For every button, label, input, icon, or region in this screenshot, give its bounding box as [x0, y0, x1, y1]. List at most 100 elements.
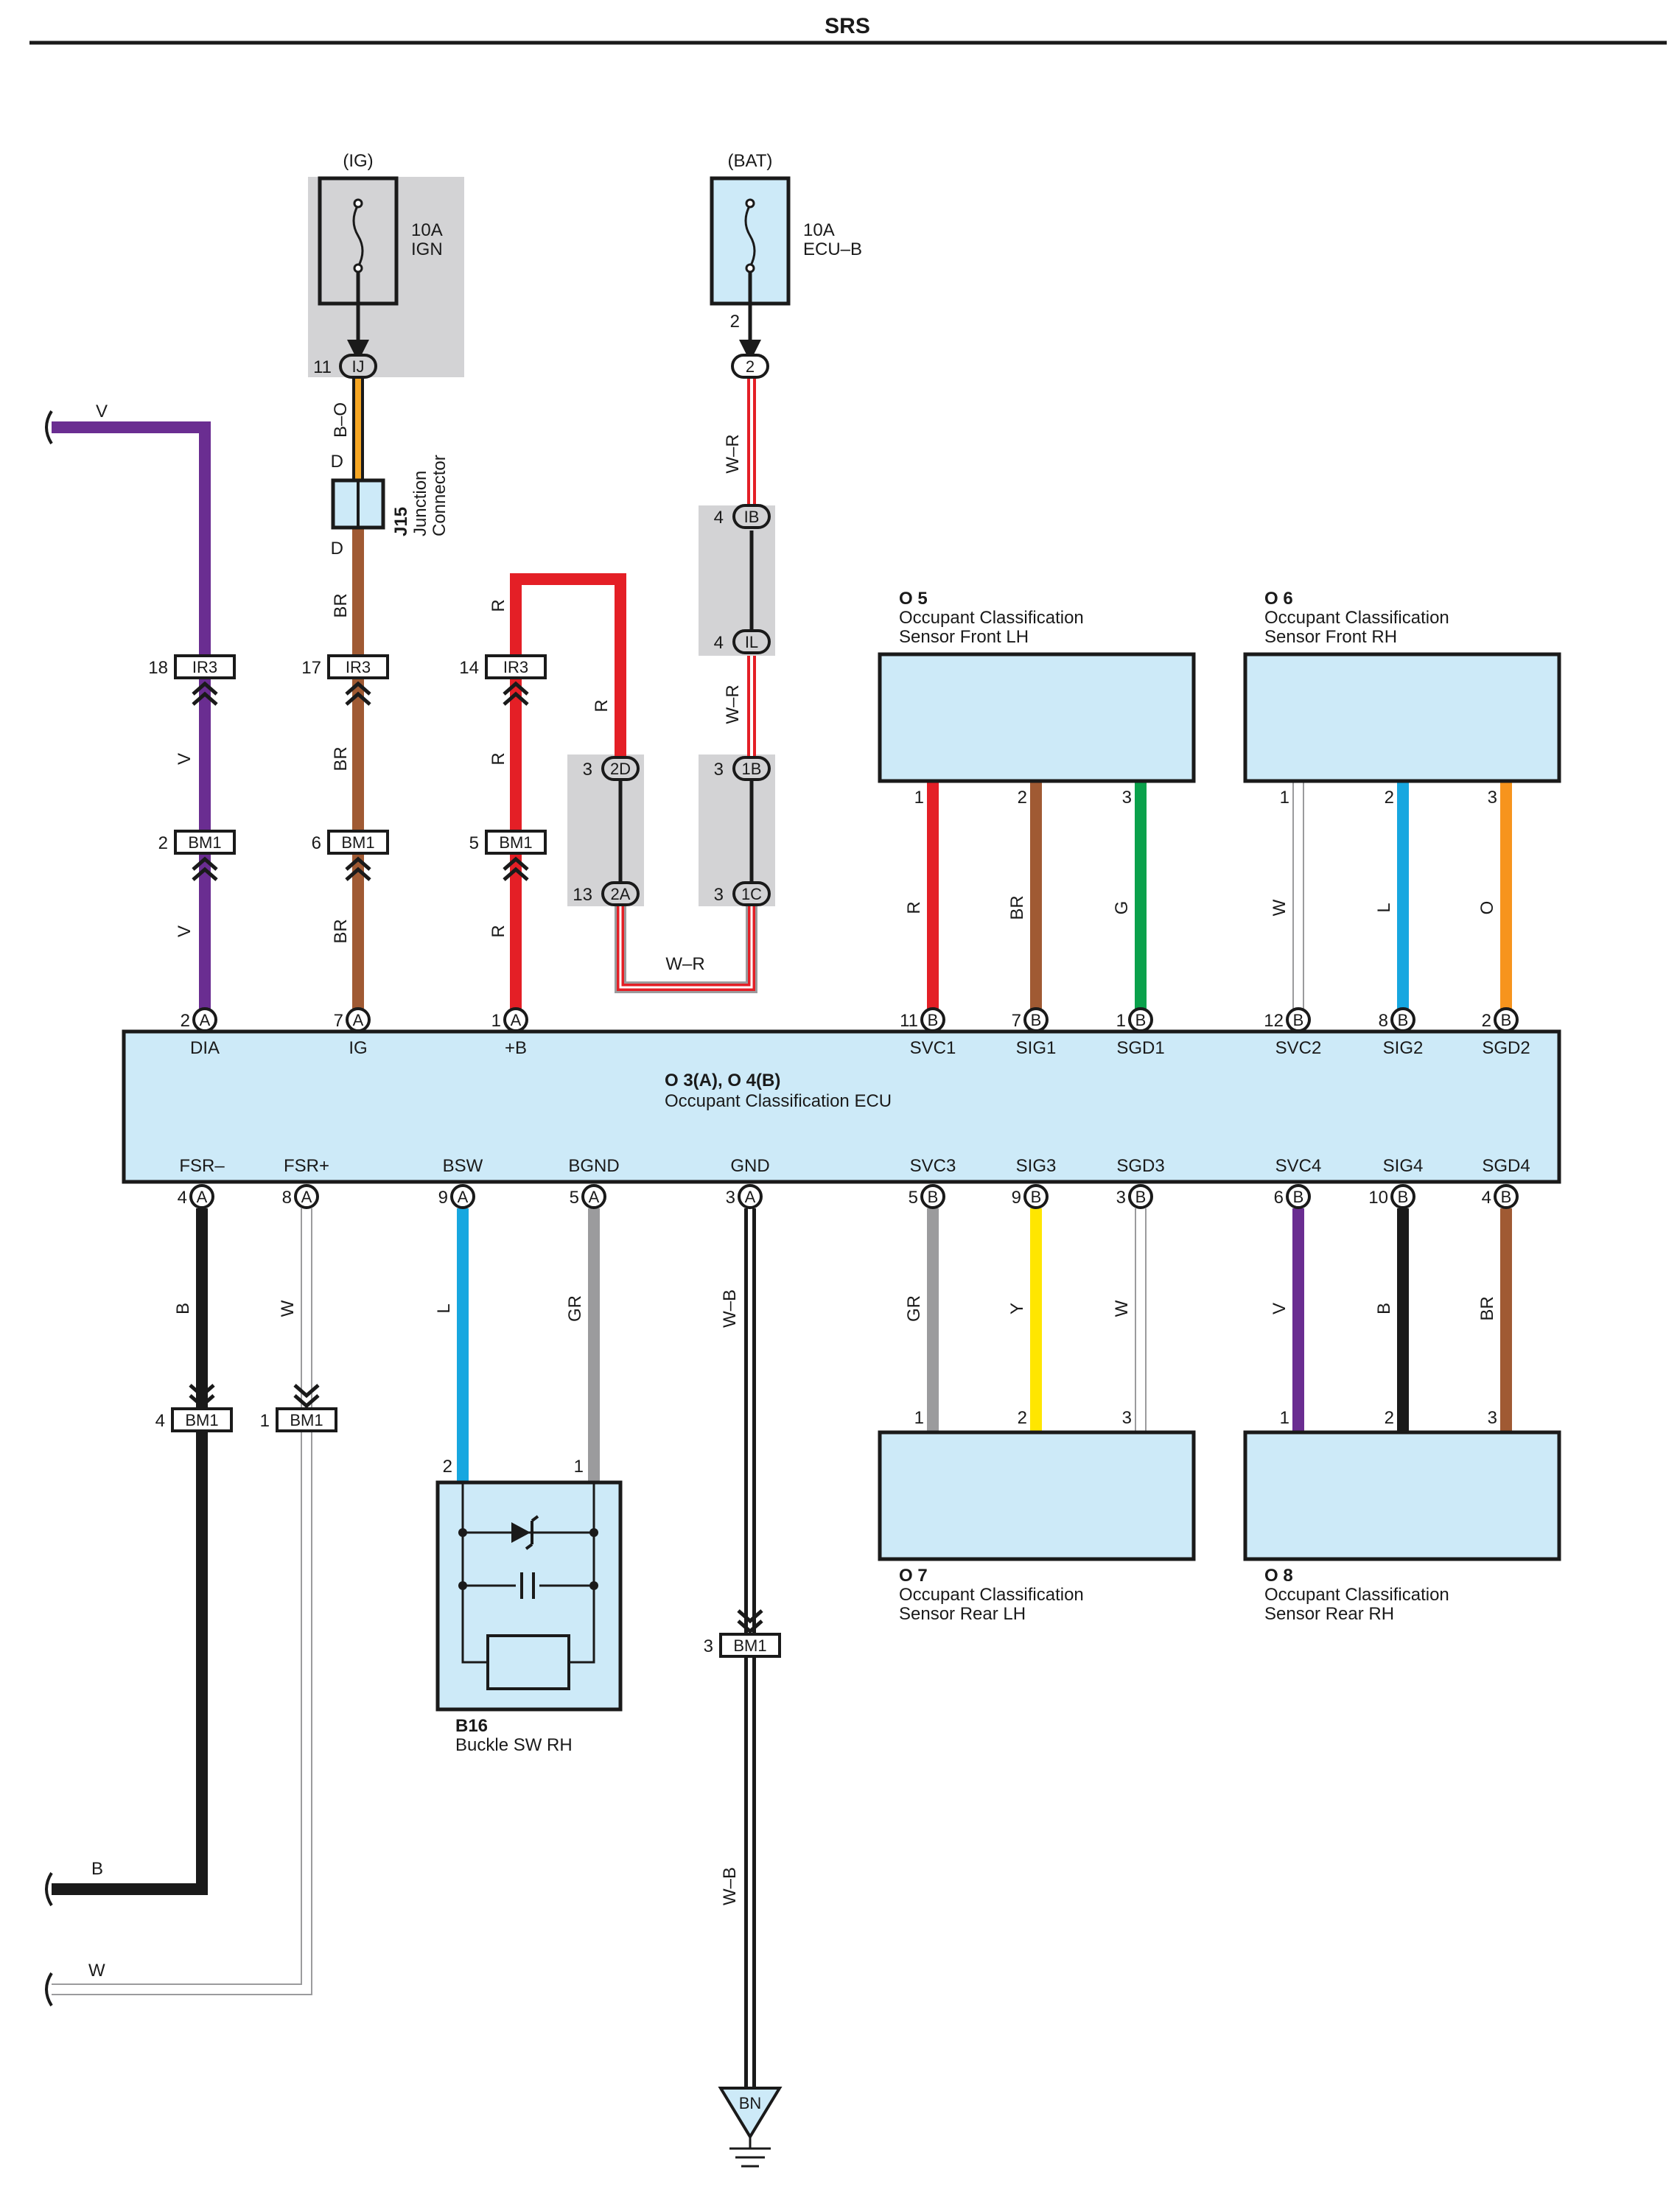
svg-text:7: 7	[334, 1011, 343, 1031]
wire-color-label: W	[1112, 1300, 1132, 1317]
svg-text:GR: GR	[565, 1295, 585, 1322]
wire-color-label: L	[1374, 903, 1394, 912]
j15-pin-top: D	[331, 452, 343, 472]
sensor-pin-number: 3	[1122, 788, 1132, 808]
svg-text:13: 13	[573, 885, 592, 905]
connector-2d: 2D 3	[583, 756, 640, 781]
ecu-name: Occupant Classification ECU	[665, 1091, 892, 1111]
svg-text:BR: BR	[331, 919, 351, 943]
svg-text:B: B	[91, 1859, 103, 1879]
svg-text:IR3: IR3	[346, 658, 371, 676]
wire-color-label: GR	[904, 1295, 924, 1322]
sensor-pin-number: 2	[1385, 788, 1394, 808]
svg-text:4: 4	[714, 633, 724, 653]
svg-text:B: B	[928, 1011, 939, 1029]
svg-text:W–B: W–B	[720, 1867, 740, 1905]
svg-text:7: 7	[1012, 1011, 1021, 1031]
wire-wr	[615, 376, 757, 993]
svg-text:SIG3: SIG3	[1016, 1156, 1057, 1176]
ecu-pin-sgd3: B3 SGD3	[1116, 1156, 1165, 1209]
sensor-o7-box	[878, 1430, 1196, 1561]
svg-text:14: 14	[459, 658, 479, 678]
svg-text:R: R	[489, 752, 508, 765]
sensor-o6-name2: Sensor Front RH	[1264, 627, 1397, 647]
wire-label-wr-1: W–R	[723, 434, 743, 473]
svg-text:4: 4	[1482, 1188, 1491, 1208]
sensor-o5-box	[878, 652, 1196, 783]
connector-il: IL 4	[714, 629, 771, 654]
svg-text:BM1: BM1	[733, 1636, 766, 1655]
svg-text:V: V	[175, 753, 195, 765]
svg-text:1B: 1B	[742, 760, 762, 778]
svg-text:4: 4	[155, 1411, 165, 1431]
svg-text:IR3: IR3	[192, 658, 217, 676]
ecu-id: O 3(A), O 4(B)	[665, 1071, 780, 1090]
svg-text:W–B: W–B	[720, 1289, 740, 1328]
sensor-pin-number: 1	[914, 1408, 924, 1428]
svg-text:SGD2: SGD2	[1482, 1038, 1530, 1058]
svg-text:2: 2	[158, 833, 168, 853]
svg-text:A: A	[745, 1188, 756, 1206]
svg-text:BM1: BM1	[185, 1411, 218, 1429]
wire-r-loop	[510, 573, 626, 1017]
svg-text:17: 17	[301, 658, 321, 678]
ecu-box	[122, 1029, 1561, 1184]
svg-text:SVC3: SVC3	[910, 1156, 956, 1176]
buckle-id: B16	[455, 1716, 488, 1736]
svg-text:5: 5	[469, 833, 479, 853]
svg-text:SGD3: SGD3	[1116, 1156, 1164, 1176]
connector-1c: 1C 3	[714, 881, 771, 906]
page-title: SRS	[825, 14, 870, 38]
sensor-o6-name1: Occupant Classification	[1264, 608, 1449, 628]
svg-text:A: A	[353, 1011, 364, 1029]
wire-fsr-plus	[52, 1208, 312, 1995]
sensor-pin-number: 2	[1018, 788, 1027, 808]
wire-fsr-minus	[52, 1208, 208, 1895]
wire-color-label: BR	[1477, 1296, 1497, 1320]
sensor-pin-number: 1	[1280, 788, 1289, 808]
svg-text:A: A	[301, 1188, 312, 1206]
svg-text:BGND: BGND	[568, 1156, 619, 1176]
svg-text:B: B	[1135, 1188, 1147, 1206]
j15-id: J15	[391, 507, 411, 536]
svg-text:B: B	[1398, 1011, 1409, 1029]
svg-text:BM1: BM1	[188, 833, 221, 852]
sensor-pin-number: 1	[1280, 1408, 1289, 1428]
sensor-o5-name1: Occupant Classification	[899, 608, 1084, 628]
connector-1b: 1B 3	[714, 756, 771, 781]
sensor-o5-id: O 5	[899, 589, 928, 609]
ig-source-label: (IG)	[343, 151, 373, 171]
svg-text:A: A	[458, 1188, 469, 1206]
branch-b-plus: R R IR3 14 R BM1 5 R	[459, 599, 612, 937]
sensor-o8-name1: Occupant Classification	[1264, 1585, 1449, 1605]
svg-text:SVC1: SVC1	[910, 1038, 956, 1058]
svg-text:5: 5	[909, 1188, 918, 1208]
svg-text:A: A	[589, 1188, 600, 1206]
ecu-pin-xb: A1+B	[491, 1007, 528, 1058]
svg-text:SVC2: SVC2	[1275, 1038, 1322, 1058]
svg-text:18: 18	[148, 658, 168, 678]
wire-label-wr-3: W–R	[665, 954, 704, 974]
svg-text:A: A	[200, 1011, 211, 1029]
j15-name1: Junction	[410, 471, 430, 536]
svg-text:B: B	[1501, 1011, 1512, 1029]
svg-text:W: W	[88, 1961, 105, 1981]
svg-text:SIG2: SIG2	[1383, 1038, 1424, 1058]
svg-text:3: 3	[1116, 1188, 1126, 1208]
svg-text:4: 4	[178, 1188, 187, 1208]
wire-color-label: O	[1477, 901, 1497, 915]
sensor-pin-number: 3	[1488, 788, 1497, 808]
ig-fuse-amp: 10A	[411, 220, 443, 240]
svg-text:V: V	[175, 925, 195, 937]
svg-text:3: 3	[726, 1188, 735, 1208]
svg-text:4: 4	[714, 508, 724, 528]
